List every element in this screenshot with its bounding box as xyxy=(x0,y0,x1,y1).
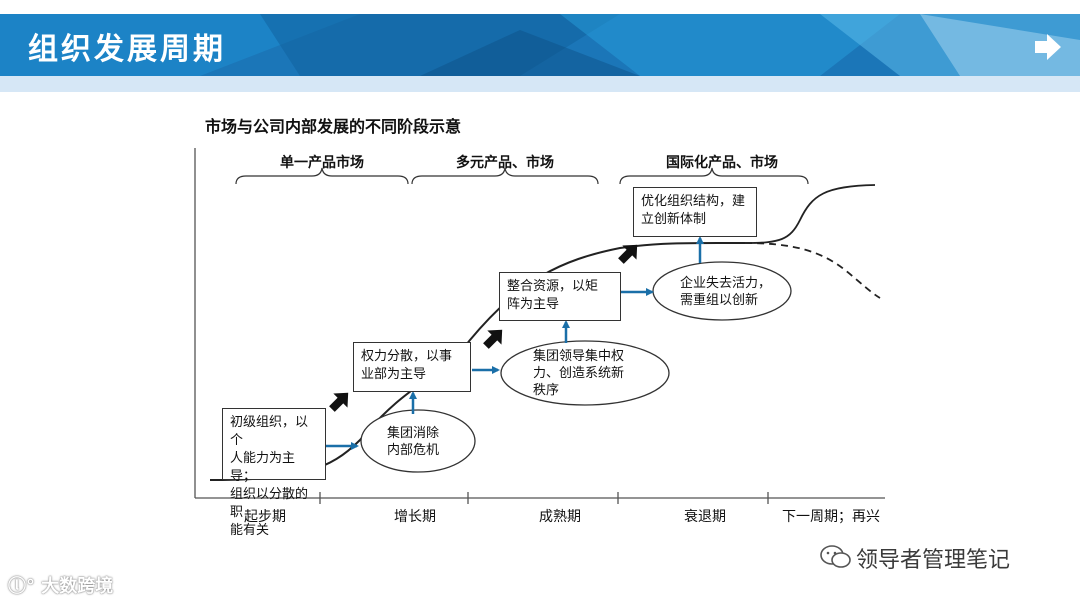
box-line: 人能力为主导； xyxy=(230,451,296,484)
box-line: 权力分散，以事 xyxy=(361,349,453,364)
ellipse-line: 需重组以创新 xyxy=(680,293,759,308)
ellipse-text-2: 集团领导集中权 力、创造系统新 秩序 xyxy=(533,348,624,399)
ellipse-line: 秩序 xyxy=(533,383,560,398)
ellipse-2 xyxy=(500,340,670,406)
box-line: 立创新体制 xyxy=(641,212,707,227)
box-line: 优化组织结构，建 xyxy=(641,194,746,209)
diagram-title: 市场与公司内部发展的不同阶段示意 xyxy=(205,117,462,136)
header-banner: 组织发展周期 xyxy=(0,0,1080,92)
ellipse-line: 力、创造系统新 xyxy=(533,366,625,381)
banner-background xyxy=(0,0,1080,92)
market-header-multi: 多元产品、市场 xyxy=(456,155,554,171)
ellipse-line: 企业失去活力， xyxy=(680,276,772,291)
market-header-intl: 国际化产品、市场 xyxy=(666,155,778,171)
market-braces xyxy=(235,167,809,185)
ellipse-line: 集团领导集中权 xyxy=(533,349,625,364)
stage-label-growth: 增长期 xyxy=(394,509,436,525)
box-line: 业部为主导 xyxy=(361,367,427,382)
black-arrows xyxy=(329,244,638,412)
box-line: 组织以分散的职 xyxy=(230,487,309,520)
stage-box-growth: 权力分散，以事 业部为主导 xyxy=(353,342,471,392)
ellipse-text-3: 企业失去活力， 需重组以创新 xyxy=(680,275,771,309)
stage-label-maturity: 成熟期 xyxy=(539,509,581,525)
logo-glyph: ⓛ° xyxy=(8,576,35,597)
stage-label-startup: 起步期 xyxy=(244,509,286,525)
stage-box-maturity: 整合资源，以矩 阵为主导 xyxy=(499,272,621,321)
box-line: 整合资源，以矩 xyxy=(507,279,599,294)
stage-ticks xyxy=(319,492,769,504)
wechat-watermark: 领导者管理笔记 xyxy=(856,548,1011,573)
page-title: 组织发展周期 xyxy=(28,32,226,67)
ellipse-1 xyxy=(360,409,476,473)
stage-box-decline: 优化组织结构，建 立创新体制 xyxy=(633,187,757,237)
box-line: 初级组织，以个 xyxy=(230,415,309,448)
ellipse-line: 集团消除 xyxy=(387,426,440,441)
renewal-curve xyxy=(744,184,876,244)
stage-label-decline: 衰退期 xyxy=(684,509,726,525)
market-header-single: 单一产品市场 xyxy=(280,155,364,171)
stage-box-startup: 初级组织，以个 人能力为主导； 组织以分散的职 能有关 xyxy=(222,408,326,538)
box-line: 能有关 xyxy=(230,523,270,538)
box-line: 阵为主导 xyxy=(507,297,560,312)
wechat-icon xyxy=(820,545,851,568)
logo-text: 大数跨境 xyxy=(41,576,114,597)
ellipse-line: 内部危机 xyxy=(387,443,440,458)
blue-arrows xyxy=(326,236,704,450)
next-arrow-icon[interactable] xyxy=(1033,33,1063,61)
decline-curve xyxy=(744,242,881,299)
corner-logo: ⓛ° 大数跨境 xyxy=(8,572,113,598)
ellipse-text-1: 集团消除 内部危机 xyxy=(387,425,439,459)
stage-label-next: 下一周期；再兴 xyxy=(782,509,880,525)
growth-curve xyxy=(209,241,746,481)
